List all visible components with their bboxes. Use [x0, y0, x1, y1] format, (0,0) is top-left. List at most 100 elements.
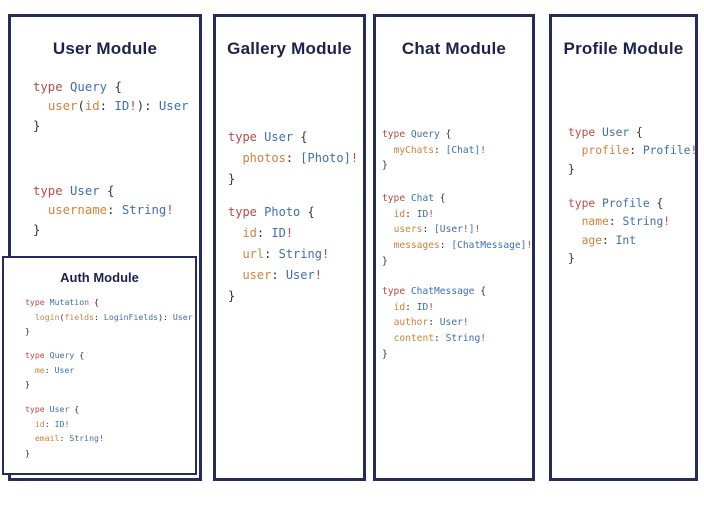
- code-token: [33, 203, 48, 217]
- auth-module-panel: Auth Module type Mutation { login(fields…: [2, 256, 197, 475]
- code-line: }: [33, 221, 174, 240]
- code-token: :: [439, 240, 452, 252]
- user-module-title: User Module: [52, 39, 158, 58]
- code-line: id: ID!: [382, 207, 532, 223]
- code-token: photos: [242, 151, 286, 165]
- code-line: type Photo {: [228, 202, 329, 223]
- code-token: {: [293, 130, 308, 144]
- code-token: ID: [54, 418, 65, 429]
- code-token: type: [382, 193, 406, 204]
- code-token: Profile: [602, 197, 650, 210]
- code-line: age: Int: [568, 232, 670, 250]
- code-token: id: [34, 418, 45, 429]
- code-token: !: [129, 99, 137, 114]
- code-token: LoginFields: [103, 311, 159, 322]
- code-line: }: [228, 286, 329, 307]
- gallery-user-code-block: type User { photos: [Photo]!}: [228, 127, 358, 190]
- code-token: user: [242, 268, 272, 282]
- code-line: id: ID!: [382, 300, 486, 316]
- code-token: [228, 247, 242, 261]
- code-token: content: [393, 333, 434, 345]
- code-token: [33, 99, 48, 113]
- code-line: photos: [Photo]!: [228, 148, 358, 169]
- auth-mutation-code-block: type Mutation { login(fields: LoginField…: [25, 295, 193, 339]
- code-token: fields: [64, 311, 95, 322]
- code-line: }: [25, 324, 193, 339]
- code-line: id: ID!: [25, 417, 104, 432]
- code-token: !: [663, 215, 671, 229]
- code-line: }: [25, 377, 84, 392]
- code-token: [382, 333, 394, 344]
- code-token: }: [25, 379, 30, 389]
- code-token: String: [278, 247, 322, 261]
- code-token: :: [256, 226, 272, 240]
- user-module-panel: User Module type Query { user(id: ID!): …: [2, 14, 202, 481]
- code-line: url: String!: [228, 244, 329, 265]
- code-token: {: [74, 350, 85, 360]
- chatmessage-type-code-block: type ChatMessage { id: ID! author: User!…: [382, 284, 486, 363]
- code-line: type Query {: [382, 127, 486, 143]
- code-token: :: [434, 333, 446, 345]
- user-type-code-block: type User { username: String!}: [33, 182, 174, 240]
- code-token: User: [264, 130, 294, 144]
- code-token: me: [34, 364, 45, 375]
- code-token: String: [121, 203, 167, 218]
- code-token: ID: [114, 99, 130, 114]
- code-token: {: [89, 297, 99, 307]
- code-line: myChats: [Chat]!: [382, 143, 486, 159]
- code-token: ):: [136, 99, 159, 114]
- code-token: Profile: [642, 144, 691, 158]
- code-line: }: [382, 158, 486, 174]
- code-token: !: [526, 240, 533, 252]
- code-token: [382, 209, 394, 220]
- code-token: {: [474, 286, 486, 297]
- code-line: type Chat {: [382, 191, 532, 207]
- code-token: }: [33, 118, 41, 133]
- code-token: (: [77, 99, 85, 114]
- code-token: !: [480, 144, 486, 156]
- code-token: User: [602, 126, 630, 139]
- code-token: :: [434, 144, 446, 156]
- code-token: [228, 226, 242, 240]
- code-token: }: [25, 447, 30, 458]
- code-line: type Mutation {: [25, 295, 193, 310]
- code-token: !: [480, 333, 486, 345]
- code-token: [Photo]: [300, 151, 351, 165]
- code-token: login: [34, 311, 60, 322]
- code-token: [228, 151, 242, 165]
- code-line: type User {: [33, 182, 174, 201]
- code-token: id: [84, 99, 100, 114]
- auth-user-code-block: type User { id: ID! email: String!}: [25, 402, 104, 460]
- code-line: content: String!: [382, 331, 486, 347]
- code-line: }: [382, 254, 532, 270]
- code-token: type: [25, 350, 45, 360]
- code-token: (: [59, 311, 65, 322]
- code-token: :: [44, 418, 55, 429]
- code-token: !: [474, 224, 481, 236]
- code-token: !: [285, 226, 294, 240]
- chat-module-title: Chat Module: [401, 39, 507, 58]
- code-token: :: [428, 317, 440, 329]
- code-token: Chat: [410, 193, 434, 204]
- code-line: user: User!: [228, 265, 329, 286]
- code-token: {: [99, 184, 115, 198]
- code-token: type: [228, 205, 257, 219]
- code-token: [568, 144, 582, 157]
- code-token: myChats: [393, 144, 434, 156]
- code-token: [382, 317, 394, 328]
- code-token: :: [629, 144, 643, 158]
- code-token: [568, 234, 582, 247]
- code-token: Int: [615, 233, 637, 247]
- code-token: ID: [416, 208, 429, 220]
- code-token: !: [690, 144, 698, 158]
- code-token: :: [608, 215, 623, 229]
- code-token: !: [166, 203, 174, 218]
- code-token: {: [649, 197, 664, 210]
- code-line: type Profile {: [568, 195, 670, 213]
- code-line: }: [25, 446, 104, 461]
- code-token: Query: [49, 350, 75, 360]
- code-line: type User {: [228, 127, 358, 148]
- code-line: type User {: [568, 124, 697, 142]
- code-token: User: [70, 184, 100, 198]
